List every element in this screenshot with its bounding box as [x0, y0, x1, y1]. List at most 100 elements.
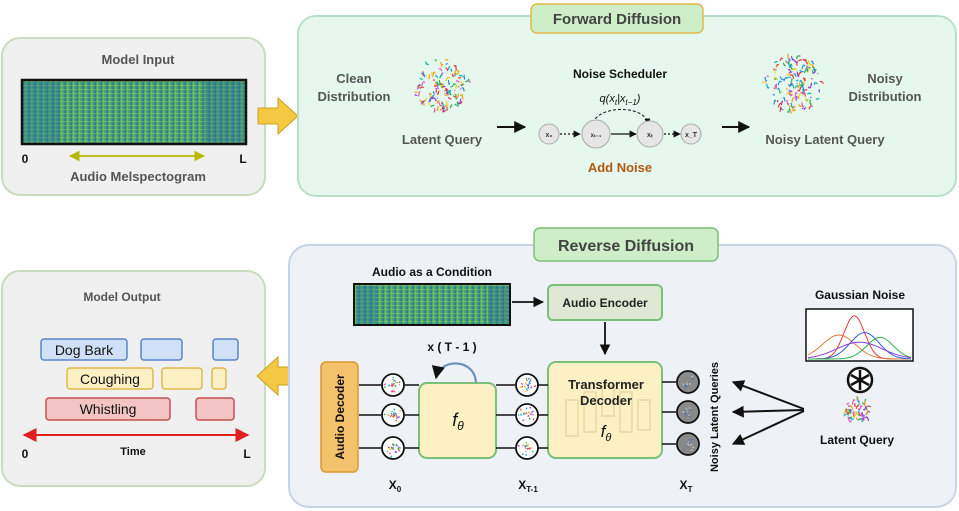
transformer-label-line2: Decoder	[580, 393, 632, 408]
noisy-cluster-stroke	[790, 109, 792, 114]
noisy-cluster-stroke	[783, 77, 788, 82]
x0-query-stroke	[390, 455, 393, 458]
xT-query-stroke	[688, 382, 692, 385]
noisy-cluster-stroke	[803, 58, 808, 65]
output-axis-end: L	[243, 447, 250, 461]
xT-query-stroke	[690, 449, 693, 452]
gauss-cluster-stroke	[864, 416, 870, 422]
gaussian-noise-plot	[805, 308, 914, 362]
clean-cluster-stroke	[455, 84, 458, 89]
time-label: Time	[120, 446, 145, 458]
noisy-cluster-stroke	[776, 100, 779, 103]
xt1-query-stroke	[525, 377, 528, 380]
gauss-cluster-stroke	[862, 414, 865, 421]
clean-cluster-stroke	[432, 91, 436, 95]
xT-query-stroke	[684, 385, 688, 389]
xt1-query-stroke	[528, 417, 531, 420]
xT-query-stroke	[692, 446, 695, 449]
clean-cluster-stroke	[442, 103, 445, 108]
clean-distribution-line1: Clean	[336, 71, 371, 86]
xT-query-stroke	[685, 383, 689, 386]
query-arrow-top	[731, 380, 805, 410]
noisy-cluster-stroke	[772, 67, 777, 71]
x0-query-stroke	[388, 452, 392, 455]
transformer-f-theta: fθ	[601, 422, 612, 444]
noisy-cluster-stroke	[807, 82, 813, 89]
input-axis-end: L	[239, 152, 246, 166]
xT-query-stroke	[689, 408, 692, 411]
noisy-cluster-stroke	[764, 76, 768, 82]
clean-cluster-stroke	[434, 75, 439, 79]
xT-query-stroke	[683, 411, 685, 413]
x0-query-stroke	[397, 447, 400, 451]
clean-cluster-stroke	[463, 74, 466, 80]
input-to-forward-arrow	[257, 96, 299, 136]
x0-query-stroke	[395, 443, 399, 447]
x0-query-stroke	[392, 443, 395, 446]
event-dog-bark-1	[40, 338, 128, 361]
event-whistling-1	[45, 397, 171, 421]
audio-decoder-box	[320, 361, 359, 473]
x0-query-stroke	[387, 384, 391, 387]
gaussian-curve	[807, 334, 911, 360]
x0-query-stroke	[396, 415, 399, 418]
noisy-distribution-line1: Noisy	[867, 71, 903, 86]
event-coughing-3	[211, 367, 227, 390]
noisy-cluster-stroke	[789, 74, 795, 79]
markov-chain: x₀ xₜ₋₁ xₜ x_T	[538, 119, 702, 149]
noisy-cluster-stroke	[790, 78, 793, 83]
x0-query-stroke	[390, 390, 393, 393]
clean-cluster-stroke	[453, 65, 456, 67]
clean-cluster-stroke	[428, 102, 430, 106]
noisy-cluster-stroke	[779, 76, 785, 81]
noisy-cluster-stroke	[804, 97, 808, 102]
audio-encoder-label: Audio Encoder	[562, 296, 648, 310]
gauss-cluster-stroke	[862, 406, 867, 411]
noisy-cluster-stroke	[790, 56, 795, 61]
x0-query-stroke	[391, 384, 394, 388]
clean-cluster-stroke	[447, 96, 452, 100]
gauss-cluster-stroke	[843, 413, 848, 417]
model-input-title: Model Input	[102, 52, 176, 67]
clean-cluster-stroke	[447, 65, 451, 70]
x0-query-stroke	[390, 446, 393, 449]
noisy-cluster-stroke	[812, 70, 817, 74]
clean-cluster-stroke	[457, 70, 460, 74]
xT-query-stroke	[685, 443, 688, 446]
output-axis-start: 0	[22, 447, 29, 461]
clean-cluster-stroke	[436, 85, 439, 88]
gaussian-latent-cluster	[843, 395, 871, 423]
noisy-cluster-stroke	[785, 61, 789, 64]
clean-cluster-stroke	[436, 105, 439, 112]
audio-decoder-label: Audio Decoder	[333, 374, 347, 460]
noisy-cluster-stroke	[779, 57, 784, 62]
x0-query-stroke	[391, 383, 394, 386]
xt1-query-stroke	[517, 444, 520, 447]
clean-cluster-stroke	[433, 108, 436, 113]
noisy-cluster-stroke	[783, 96, 786, 102]
noisy-latent-query: Noisy Latent Query	[765, 132, 885, 147]
x0-query-stroke	[397, 416, 401, 419]
noisy-cluster-stroke	[789, 64, 793, 67]
xt1-query-stroke	[520, 413, 523, 416]
transformer-decoder-box	[547, 361, 663, 459]
gauss-cluster-stroke	[851, 399, 856, 405]
clean-cluster-stroke	[445, 67, 449, 72]
x0-query-stroke	[387, 413, 390, 417]
clean-cluster-stroke	[452, 95, 456, 98]
noisy-cluster-stroke	[813, 82, 818, 85]
noisy-cluster-stroke	[804, 67, 810, 73]
clean-cluster-stroke	[445, 91, 448, 95]
xt1-queries	[515, 373, 539, 460]
noisy-cluster-stroke	[791, 97, 795, 103]
noisy-cluster-stroke	[766, 83, 770, 89]
gauss-cluster-stroke	[852, 410, 855, 416]
xt1-query-stroke	[525, 441, 528, 444]
repeat-loop-arrow	[431, 362, 478, 383]
clean-cluster-stroke	[456, 101, 459, 107]
xt1-query-stroke	[528, 382, 532, 385]
noisy-cluster-stroke	[789, 82, 793, 88]
noisy-cluster-stroke	[801, 102, 805, 108]
noisy-cluster-stroke	[811, 63, 814, 68]
noisy-cluster-stroke	[803, 77, 807, 82]
